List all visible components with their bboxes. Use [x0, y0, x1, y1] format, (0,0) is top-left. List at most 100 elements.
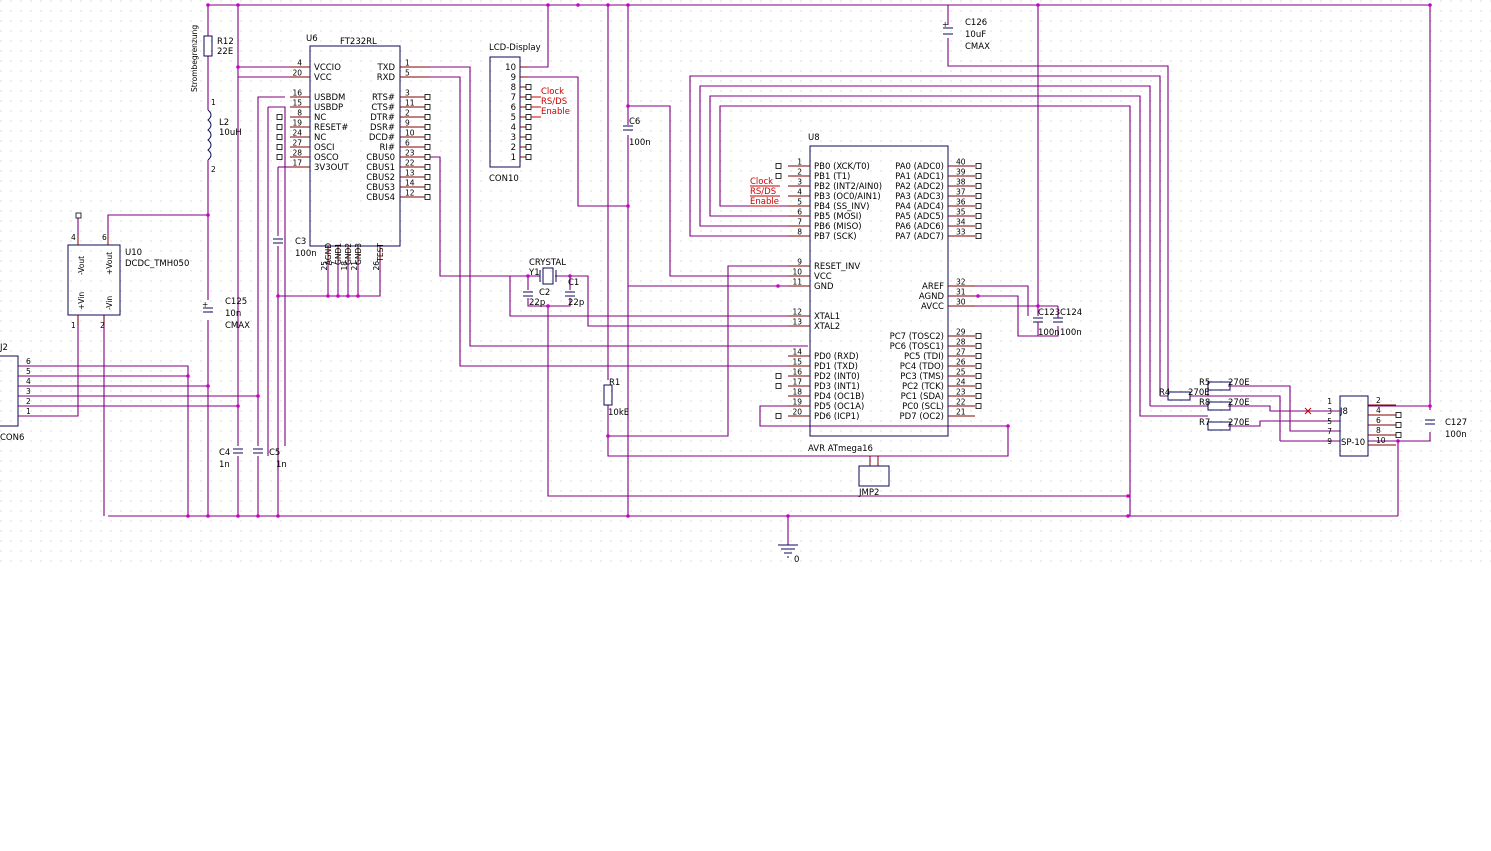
c125-value: 10n: [225, 309, 241, 319]
u6-pin-num: 16: [292, 89, 302, 98]
j8-pin-num: 2: [1376, 396, 1381, 405]
j2-pin1: 1: [26, 407, 31, 416]
r5-ref: R5: [1199, 378, 1210, 388]
j2-pin6: 6: [26, 357, 31, 366]
u8-pin-label: PA7 (ADC7): [895, 232, 944, 242]
u8-pin-label: PA2 (ADC2): [895, 182, 944, 192]
u8-pin-label: PD6 (ICP1): [814, 412, 859, 422]
resistor-r8[interactable]: R8 270E: [1199, 398, 1250, 411]
u6-bottom-label: GND3: [354, 243, 363, 265]
u8-pin-label: PC7 (TOSC2): [890, 332, 944, 342]
lcd-pin-num: 9: [511, 73, 516, 83]
u6-pin-label: CBUS4: [366, 193, 395, 203]
l2-pin1: 1: [211, 98, 216, 107]
u10-ref: U10: [125, 248, 142, 258]
inductor-l2[interactable]: 1 2 L2 10uH: [207, 98, 242, 174]
u6-pin-label: OSCO: [314, 153, 339, 163]
resistor-r7[interactable]: R7 270E: [1199, 418, 1250, 431]
u6-pin-num: 3: [405, 89, 410, 98]
u8-pin-num: 6: [797, 208, 802, 217]
u6-bottom-pin-num: 18: [340, 261, 349, 271]
u10-mvout: -Vout: [77, 256, 86, 275]
u6-pin-label: CBUS3: [366, 183, 395, 193]
capacitor-c126[interactable]: + C126 10uF CMAX: [942, 18, 990, 52]
u8-pin-num: 38: [956, 178, 966, 187]
resistor-r4[interactable]: R4 270E: [1159, 388, 1210, 401]
u8-pin-num: 30: [956, 298, 966, 307]
resistor-r5[interactable]: R5 270E: [1199, 378, 1250, 391]
dcdc-u10[interactable]: 4 6 1 2 -Vout +Vout +Vin -Vin U10 DCDC_T…: [67, 212, 189, 330]
capacitor-c124[interactable]: C124 100n: [1053, 306, 1082, 338]
resistor-r1[interactable]: R1 10kE: [603, 378, 629, 418]
u6-pin-label: RTS#: [372, 93, 395, 103]
u8-pin-label: PA1 (ADC1): [895, 172, 944, 182]
capacitor-c125[interactable]: + C125 10n CMAX: [202, 297, 250, 331]
capacitor-c6[interactable]: C6 100n: [623, 117, 651, 148]
u6-pin-label: 3V3OUT: [314, 163, 350, 173]
u6-pin-num: 20: [292, 69, 302, 78]
u8-pin-num: 28: [956, 338, 966, 347]
capacitor-c4[interactable]: C4 1n: [219, 448, 243, 470]
u8-pin-num: 3: [797, 178, 802, 187]
j8-pin-num: 8: [1376, 426, 1381, 435]
j8-pin-num: 1: [1327, 397, 1332, 406]
u6-pin-label: RI#: [379, 143, 395, 153]
u6-pin-num: 12: [405, 189, 415, 198]
u8-pin-num: 19: [792, 398, 802, 407]
r12-value: 22E: [217, 47, 233, 57]
c126-ref: C126: [965, 18, 987, 28]
u8-pin-label: AVCC: [921, 302, 944, 312]
u8-pin-num: 34: [956, 218, 966, 227]
u8-pin-num: 33: [956, 228, 966, 237]
u6-pin-label: DTR#: [370, 113, 395, 123]
capacitor-c1[interactable]: C1 22p: [565, 278, 584, 308]
crystal-y1[interactable]: CRYSTAL Y1: [528, 258, 566, 285]
u6-pin-label: CBUS0: [366, 153, 395, 163]
capacitor-c123[interactable]: C123 100n: [1033, 308, 1060, 338]
capacitor-c5[interactable]: C5 1n: [253, 448, 287, 470]
c127-ref: C127: [1445, 418, 1467, 428]
u6-pin-num: 2: [405, 109, 410, 118]
u6-pin-num: 6: [405, 139, 410, 148]
svg-text:+: +: [942, 20, 948, 29]
c5-value: 1n: [276, 460, 287, 470]
grid-background: [0, 0, 1491, 565]
u8-pin-label: PB0 (XCK/T0): [814, 162, 870, 172]
c4-value: 1n: [219, 460, 230, 470]
u8-pin-num: 27: [956, 348, 966, 357]
capacitor-c3[interactable]: C3 100n: [273, 237, 317, 259]
u6-pin-num: 14: [405, 179, 415, 188]
capacitor-c127[interactable]: C127 100n: [1425, 418, 1467, 440]
u6-pin-label: CBUS1: [366, 163, 395, 173]
u8-pin-label: PD1 (TXD): [814, 362, 858, 372]
u8-pin-label: PC6 (TOSC1): [890, 342, 944, 352]
j8-pin-num: 7: [1327, 427, 1332, 436]
lcd-net-clock: Clock: [541, 87, 564, 97]
u10-value: DCDC_TMH050: [125, 259, 189, 269]
c3-ref: C3: [295, 237, 306, 247]
resistor-r12[interactable]: R12 22E: [203, 35, 234, 57]
j8-value: SP-10: [1341, 438, 1365, 448]
jumper-jmp2[interactable]: JMP2: [858, 456, 890, 498]
u8-pin-label: PC4 (TDO): [900, 362, 944, 372]
c4-ref: C4: [219, 448, 230, 458]
u8-pin-label: VCC: [814, 272, 832, 282]
connector-j2[interactable]: J2 CON6 6 5 4 3 2 1: [0, 343, 31, 443]
u6-pin-num: 10: [405, 129, 415, 138]
r5-value: 270E: [1228, 378, 1250, 388]
u8-pin-label: XTAL1: [814, 312, 840, 322]
u10-pin4: 4: [71, 233, 76, 242]
j2-pin4: 4: [26, 377, 31, 386]
u8-pin-num: 2: [797, 168, 802, 177]
capacitor-c2[interactable]: C2 22p: [523, 288, 550, 308]
ground-symbol: 0: [778, 544, 799, 565]
r4-value: 270E: [1188, 388, 1210, 398]
u8-pin-num: 39: [956, 168, 966, 177]
u6-bottom-label: GND2: [344, 243, 353, 265]
